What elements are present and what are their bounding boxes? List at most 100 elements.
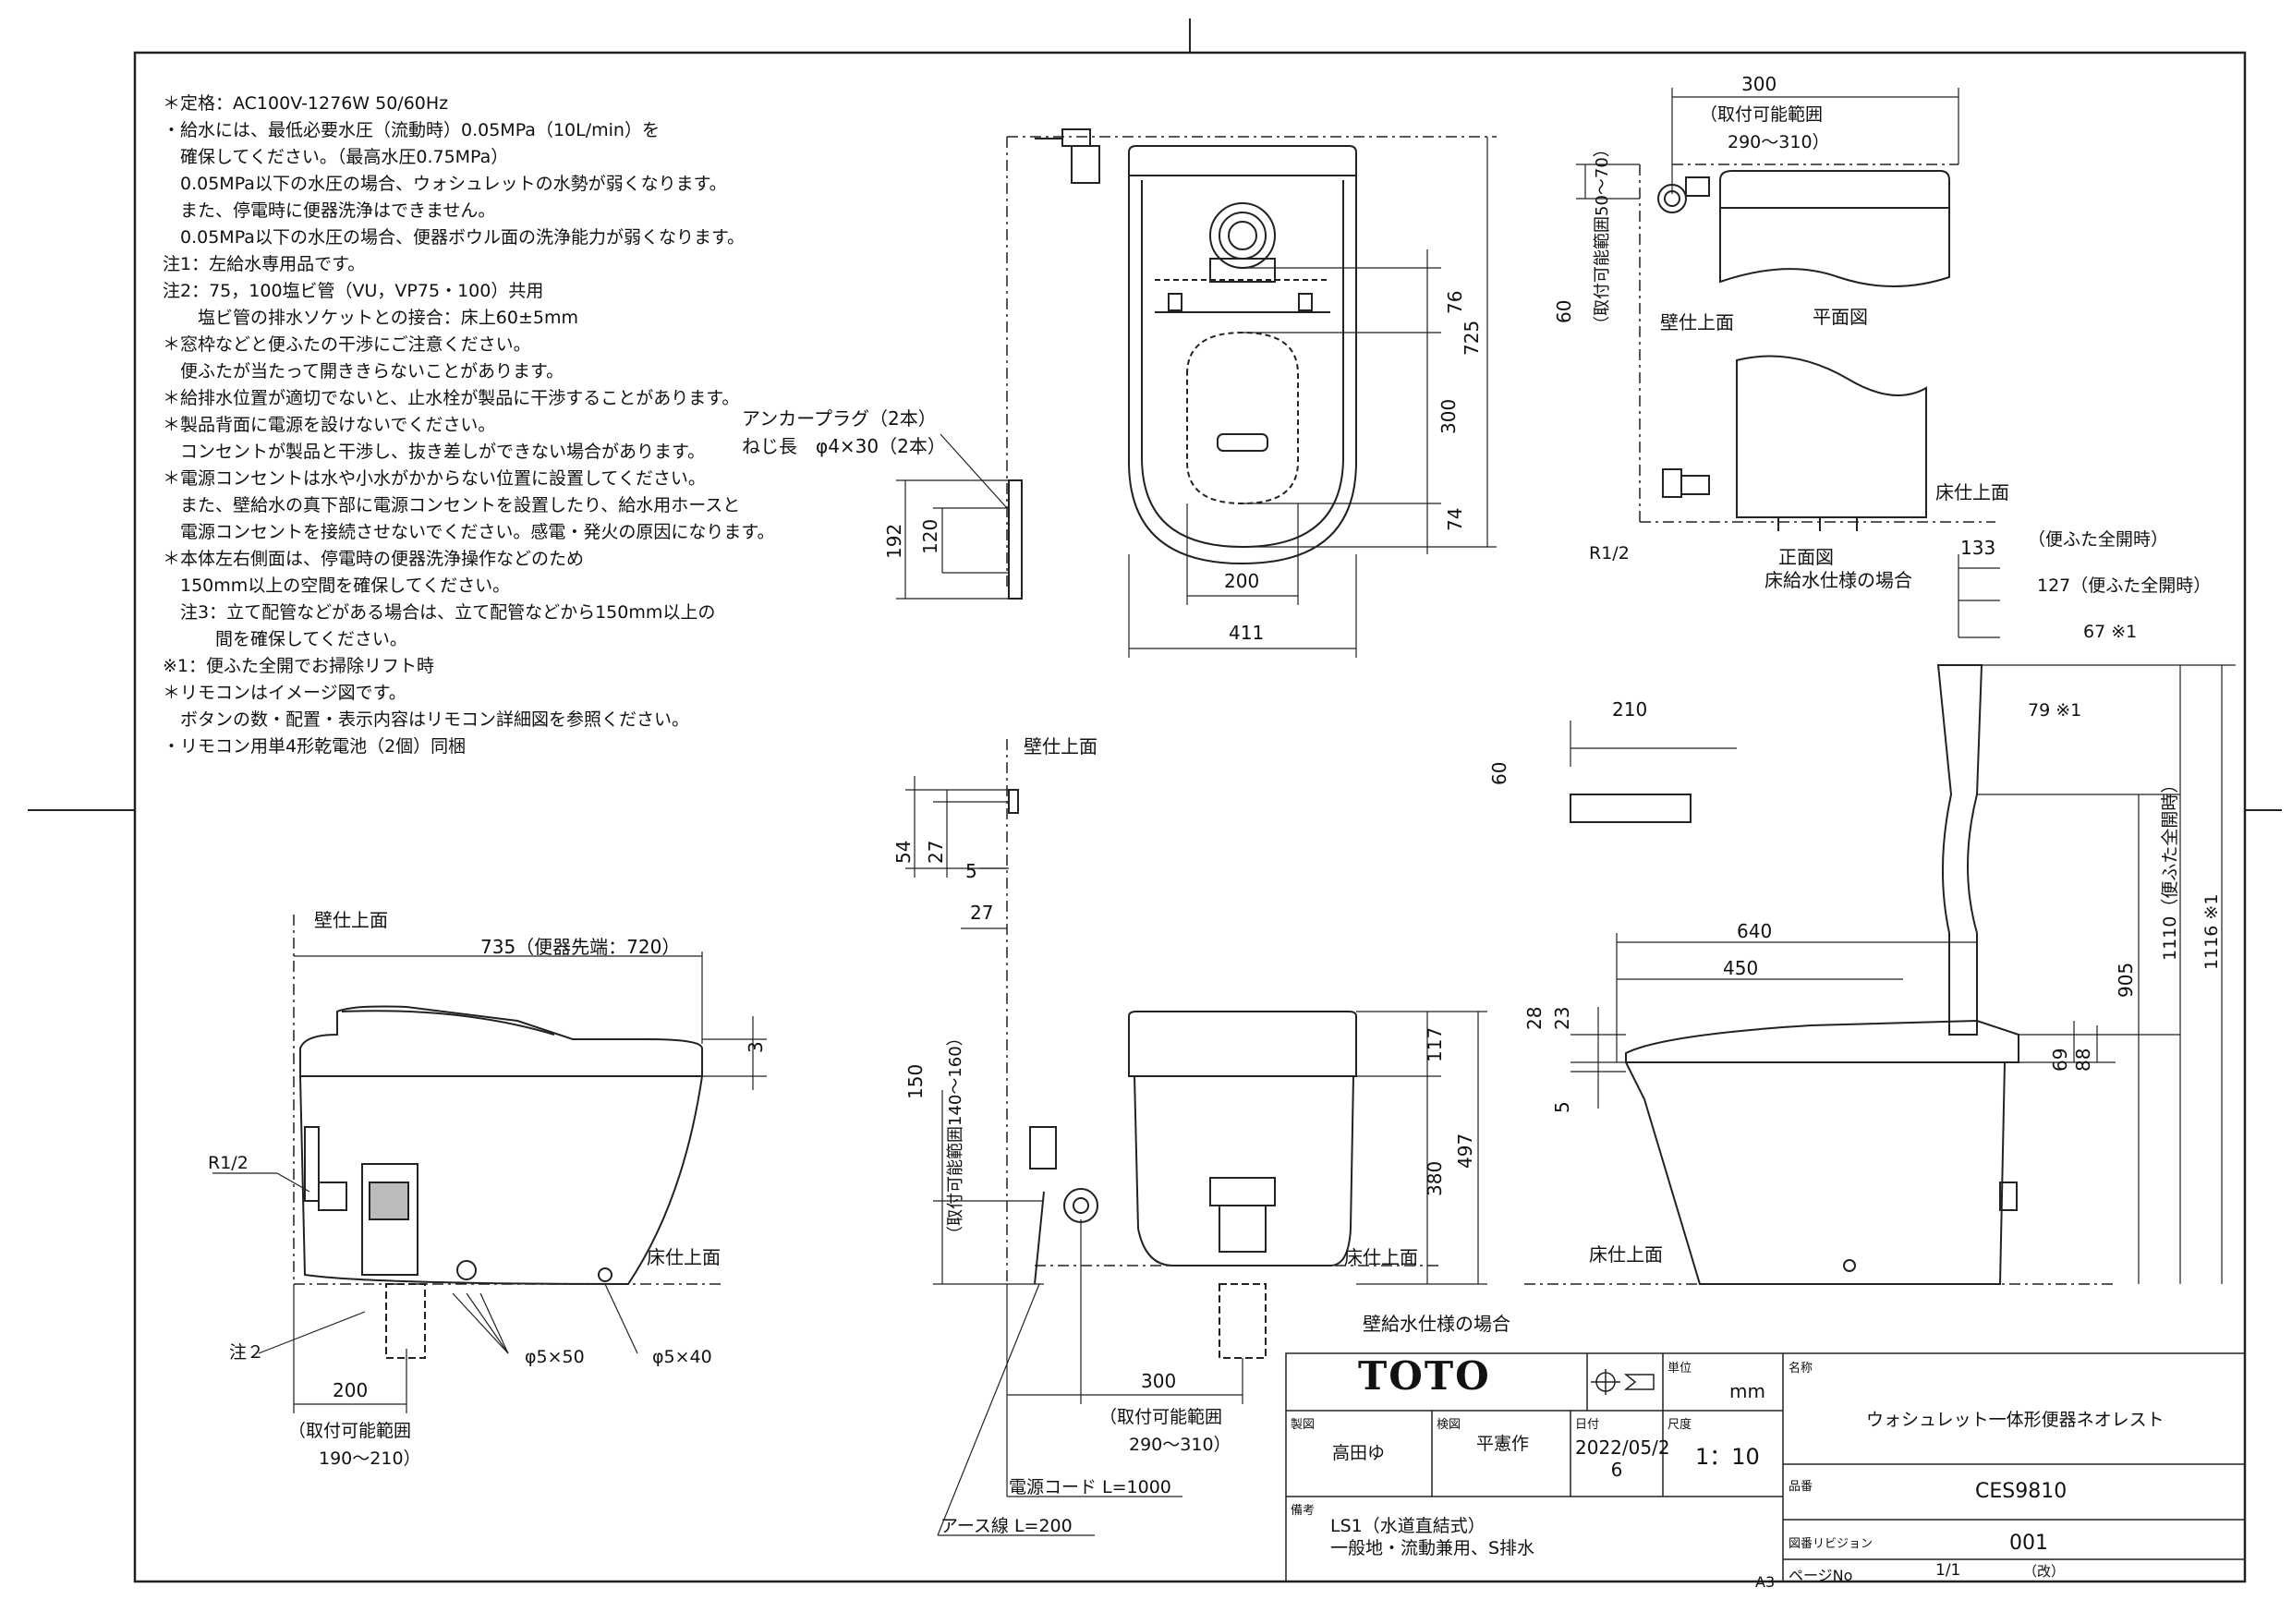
power-cord-label: 電源コード L=1000	[1009, 1477, 1171, 1497]
plan-view-label: 平面図	[1813, 306, 1868, 328]
note-line: 注1：左給水専用品です。	[163, 254, 366, 274]
dim-380: 380	[1424, 1161, 1446, 1196]
plan-view-toilet	[1006, 128, 1497, 591]
range-190-210: 190～210）	[319, 1448, 421, 1469]
floor-top-4: 床仕上面	[1589, 1243, 1663, 1266]
range-290-310-top: 290～310）	[1728, 132, 1830, 152]
dim-200b: 200	[333, 1379, 368, 1401]
range-290-310-bottom: 290～310）	[1129, 1435, 1231, 1455]
note-line: 塩ビ管の排水ソケットとの接合：床上60±5mm	[163, 308, 579, 328]
name-label: 名称	[1789, 1362, 1813, 1376]
dim-27b: 27	[970, 902, 993, 924]
wall-top-1: 壁仕上面	[1660, 311, 1734, 333]
front-elevation-wall-supply	[1029, 1011, 1441, 1359]
wall-supply-label: 壁給水仕様の場合	[1363, 1313, 1510, 1335]
anchor-plug-label: アンカープラグ（2本）	[742, 407, 937, 430]
scale-label: 尺度	[1667, 1418, 1692, 1432]
r12-top: R1/2	[1589, 543, 1630, 564]
dim-640: 640	[1737, 920, 1772, 942]
note-line: 便ふたが当たって開ききらないことがあります。	[163, 361, 564, 382]
note-line: ＊リモコンはイメージ図です。	[163, 683, 406, 703]
dim-192: 192	[883, 524, 905, 559]
range-140-160: （取付可能範囲140～160）	[946, 1029, 965, 1242]
remote-mount-detail	[905, 739, 1019, 1284]
dim-411: 411	[1229, 622, 1264, 644]
dim-76: 76	[1444, 291, 1466, 314]
remarks-value: LS1（水道直結式） 一般地・流動兼用、S排水	[1330, 1516, 1535, 1558]
drawn-label: 製図	[1291, 1418, 1316, 1432]
dim-117: 117	[1424, 1027, 1446, 1062]
note-line: 0.05MPa以下の水圧の場合、便器ボウル面の洗浄能力が弱くなります。	[163, 227, 746, 248]
dim-69: 69	[2049, 1048, 2071, 1072]
product-label: 品番	[1789, 1480, 1813, 1494]
screw-50: φ5×50	[525, 1347, 585, 1367]
lid-open-1110: 1110（便ふた全開時）	[2160, 776, 2180, 961]
note-line: ＊給排水位置が適切でないと、止水栓が製品に干渉することがあります。	[163, 388, 740, 408]
dim-88: 88	[2072, 1048, 2094, 1072]
unit-value: mm	[1729, 1380, 1765, 1402]
title-block-symbol	[1591, 1369, 1655, 1395]
dim-200: 200	[1224, 570, 1259, 592]
side-elevation-dims	[1570, 554, 2236, 1284]
dim-74: 74	[1444, 508, 1466, 531]
title-block-grid	[1285, 1352, 2246, 1582]
mount-range-left: （取付可能範囲	[288, 1421, 411, 1441]
dim-60b: 60	[1488, 762, 1510, 785]
checked-label: 検図	[1437, 1418, 1461, 1432]
anchor-plug-detail	[896, 433, 1023, 600]
wall-top-2: 壁仕上面	[1024, 735, 1097, 757]
dim-450: 450	[1723, 957, 1758, 979]
product-name: ウォシュレット一体形便器ネオレスト	[1866, 1410, 2165, 1430]
note-line: また、壁給水の真下部に電源コンセントを設置したり、給水用ホースと	[163, 495, 741, 515]
note-line: 注3：立て配管などがある場合は、立て配管などから150mm以上の	[163, 602, 716, 623]
dim-497: 497	[1454, 1133, 1476, 1169]
note-line: 150mm以上の空間を確保してください。	[163, 576, 511, 596]
lid-open-127: 127（便ふた全開時）	[2037, 576, 2211, 596]
date-value: 2022/05/2 6	[1575, 1436, 1670, 1481]
plan-view-small	[1576, 88, 1959, 522]
anchor-screw-label: ねじ長 φ4×30（2本）	[742, 435, 946, 457]
dim-150: 150	[904, 1064, 927, 1099]
date-label: 日付	[1575, 1418, 1600, 1432]
mount-range-bottom: （取付可能範囲	[1099, 1407, 1222, 1427]
note-line: ※1：便ふた全開でお掃除リフト時	[163, 656, 435, 676]
note-line: また、停電時に便器洗浄はできません。	[163, 200, 496, 221]
note-line: 確保してください。（最高水圧0.75MPa）	[163, 147, 509, 167]
dim-5: 5	[965, 860, 977, 882]
dim-905: 905	[2115, 963, 2137, 998]
lid-open-133: （便ふた全開時）	[2028, 529, 2168, 550]
dim-23: 23	[1551, 1007, 1573, 1030]
note2-label: 注２	[229, 1342, 264, 1363]
floor-top-1: 床仕上面	[1935, 481, 2009, 503]
checked-by: 平憲作	[1476, 1434, 1530, 1454]
sheet-size: A3	[1755, 1573, 1775, 1591]
note-line: ＊窓枠などと便ふたの干渉にご注意ください。	[163, 334, 531, 355]
toto-logo: TOTO	[1358, 1353, 1491, 1399]
dim-27: 27	[925, 841, 947, 864]
dim-300: 300	[1437, 399, 1460, 434]
dim-3: 3	[745, 1041, 767, 1053]
dim-60: 60	[1553, 300, 1575, 323]
floor-top-3: 床仕上面	[1344, 1246, 1418, 1268]
revision-value: 001	[2009, 1532, 2048, 1555]
note-line: ・給水には、最低必要水圧（流動時）0.05MPa（10L/min）を	[163, 120, 660, 140]
page-suffix: （改）	[2023, 1563, 2066, 1580]
note-line: 0.05MPa以下の水圧の場合、ウォシュレットの水勢が弱くなります。	[163, 174, 727, 194]
side-elevation-left-dims	[212, 951, 767, 1413]
wall-top-3: 壁仕上面	[314, 909, 388, 931]
dim-210: 210	[1612, 698, 1647, 721]
dim-28: 28	[1523, 1007, 1546, 1030]
revision-label: 図番リビジョン	[1789, 1537, 1874, 1551]
remarks-label: 備考	[1291, 1504, 1316, 1518]
note-line: コンセントが製品と干渉し、抜き差しができない場合があります。	[163, 442, 706, 462]
scale-value: 1：10	[1695, 1444, 1760, 1470]
note-line: 間を確保してください。	[163, 629, 407, 649]
dim-120: 120	[919, 519, 941, 554]
side-elevation-left	[293, 915, 721, 1359]
earth-wire-label: アース線 L=200	[940, 1516, 1073, 1536]
dim-725: 725	[1461, 321, 1483, 356]
floor-supply-label: 床給水仕様の場合	[1764, 569, 1912, 591]
r12-left: R1/2	[208, 1153, 249, 1173]
